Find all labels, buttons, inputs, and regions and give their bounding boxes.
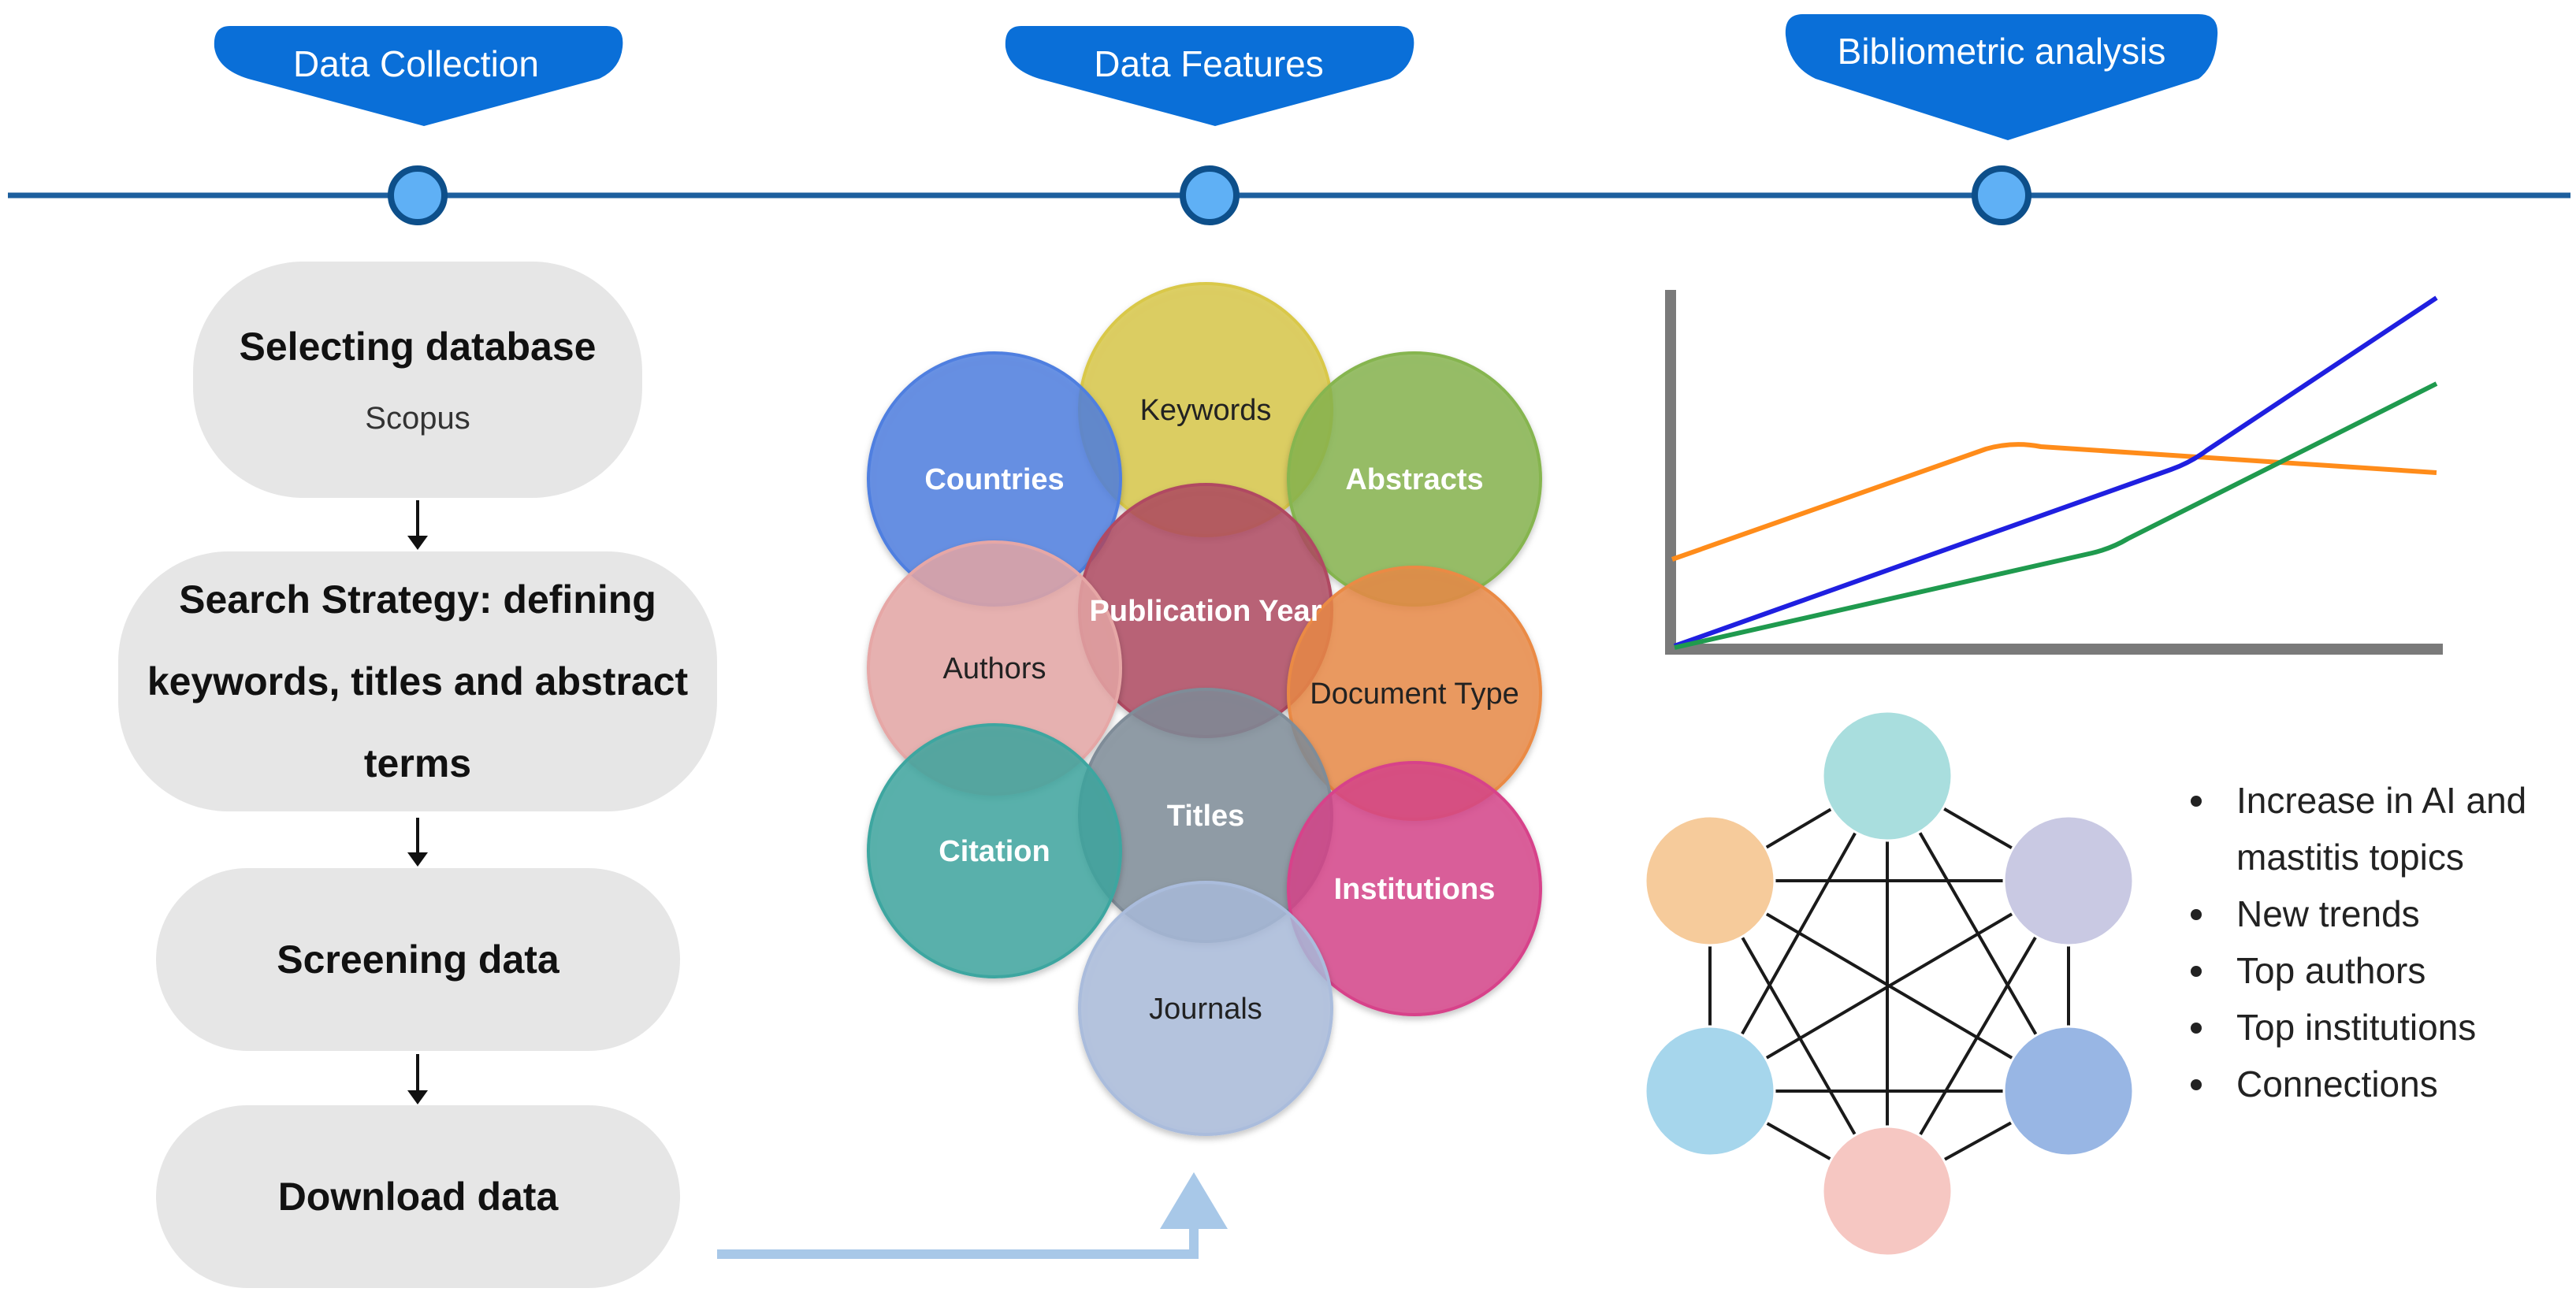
step-search-strategy-line-1: Search Strategy: defining [179, 577, 656, 622]
feature-label: Citation [939, 835, 1050, 868]
feature-label: Countries [924, 463, 1064, 496]
feature-label: Abstracts [1345, 463, 1483, 496]
step-screening-data-title: Screening data [277, 937, 559, 982]
chart-line-green [1674, 381, 2438, 650]
stage-flag-1 [214, 26, 623, 126]
bullet-item: Top institutions [2191, 999, 2552, 1056]
feature-label: Authors [943, 652, 1046, 685]
step-screening-data: Screening data [156, 868, 680, 1051]
stage-flag-3 [1785, 14, 2218, 140]
feature-label: Keywords [1140, 394, 1272, 427]
network-node [1821, 1125, 1953, 1257]
feature-circle [1078, 881, 1333, 1136]
timeline-node-1 [388, 165, 448, 225]
feature-label: Document Type [1310, 677, 1518, 711]
network-node [1644, 1025, 1776, 1157]
feature-label: Titles [1167, 800, 1245, 833]
network-node [2002, 815, 2135, 947]
feature-circle [867, 723, 1122, 978]
bullet-item: Increase in AI and mastitis topics [2191, 772, 2552, 885]
bullet-item: Connections [2191, 1056, 2552, 1112]
network-node [2002, 1025, 2135, 1157]
stage-flag-2 [1005, 26, 1414, 126]
bullet-item: New trends [2191, 885, 2552, 942]
feature-label: Publication Year [1090, 595, 1322, 628]
step-selecting-database-subtitle: Scopus [365, 400, 470, 436]
chart-line-orange [1671, 442, 2437, 562]
stage-label-data-collection: Data Collection [293, 43, 539, 84]
timeline-node-2 [1180, 165, 1240, 225]
feature-circle [1287, 761, 1542, 1016]
chart-line-blue [1673, 295, 2438, 648]
network-node [1644, 815, 1776, 947]
stage-label-data-features: Data Features [1094, 43, 1324, 84]
feature-label: Journals [1149, 993, 1262, 1026]
step-selecting-database: Selecting database Scopus [193, 262, 642, 498]
bullet-item: Top authors [2191, 942, 2552, 999]
step-download-data: Download data [156, 1105, 680, 1288]
stage-label-bibliometric-analysis: Bibliometric analysis [1837, 31, 2166, 72]
feature-label: Institutions [1334, 873, 1496, 906]
timeline [8, 14, 2570, 225]
network-node [1821, 710, 1953, 842]
timeline-node-3 [1972, 165, 2031, 225]
analysis-bullet-list: Increase in AI and mastitis topics New t… [2191, 772, 2552, 1112]
step-search-strategy-line-2: keywords, titles and abstract [147, 659, 689, 703]
step-search-strategy-line-3: terms [363, 741, 472, 785]
step-search-strategy: Search Strategy: defining keywords, titl… [118, 551, 717, 811]
step-download-data-title: Download data [277, 1175, 559, 1219]
step-selecting-database-title: Selecting database [239, 324, 597, 369]
